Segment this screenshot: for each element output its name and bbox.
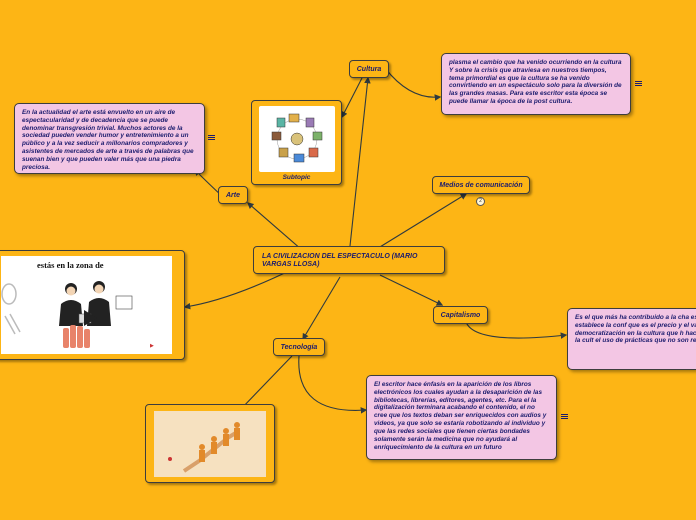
topic-arte[interactable]: Arte [218,186,248,204]
note-icon[interactable] [635,80,642,87]
note-icon[interactable] [208,134,215,141]
topic-capitalismo[interactable]: Capitalismo [433,306,488,324]
topic-medios-de-comunicacion[interactable]: Medios de comunicación [432,176,530,194]
topic-arte-label: Arte [225,191,240,199]
link-cultura-subtopic [341,77,363,119]
link-central-cultura [349,76,371,247]
link-central-tecnologia [302,276,341,341]
note-cultura-text: plasma el cambio que ha venido ocurriend… [449,59,622,106]
topic-medios-label: Medios de comunicación [439,181,523,189]
topic-tecnologia[interactable]: Tecnología [273,338,325,356]
topic-cultura[interactable]: Cultura [349,60,389,78]
link-tecnologia-note [298,355,368,414]
note-tecnologia[interactable]: El escritor hace énfasis en la aparición… [366,375,557,460]
tecnologia-image [154,411,266,477]
central-topic[interactable]: LA CIVILIZACION DEL ESPECTACULO (MARIO V… [253,246,445,274]
subtopic-image [259,106,335,172]
link-central-image [183,267,296,310]
note-arte-text: En la actualidad el arte está envuelto e… [22,109,194,171]
svg-text:▶: ▶ [150,343,154,349]
note-capitalismo[interactable]: Es el que más ha contribuido a la cha es… [567,308,696,370]
play-icon [84,310,97,326]
tecnologia-image-node[interactable] [145,404,275,483]
central-topic-label: LA CIVILIZACION DEL ESPECTACULO (MARIO V… [262,253,418,269]
topic-cultura-label: Cultura [356,65,382,73]
subtopic-label: Subtopic [282,174,311,181]
video-thumbnail[interactable]: estás en la zona de [1,256,172,354]
topic-tecnologia-label: Tecnología [280,343,318,351]
collapsed-count-badge[interactable]: 2 [476,197,485,206]
thumbnail-caption: estás en la zona de [37,260,104,270]
thumbnail-illustration: ▶ [1,281,167,349]
link-capitalismo-note [465,321,568,339]
note-capitalismo-text: Es el que más ha contribuido a la cha es… [575,314,696,345]
link-central-capitalismo [379,274,444,306]
note-cultura[interactable]: plasma el cambio que ha venido ocurriend… [441,53,631,115]
note-arte[interactable]: En la actualidad el arte está envuelto e… [14,103,205,174]
subtopic-image-node[interactable]: Subtopic [251,100,342,185]
video-thumbnail-node[interactable]: estás en la zona de [0,250,185,360]
note-tecnologia-text: El escritor hace énfasis en la aparición… [374,381,547,451]
topic-capitalismo-label: Capitalismo [440,311,481,319]
link-central-medios [374,193,468,251]
note-icon[interactable] [561,413,568,420]
link-tecnologia-image [239,355,293,411]
link-cultura-note [384,67,442,101]
